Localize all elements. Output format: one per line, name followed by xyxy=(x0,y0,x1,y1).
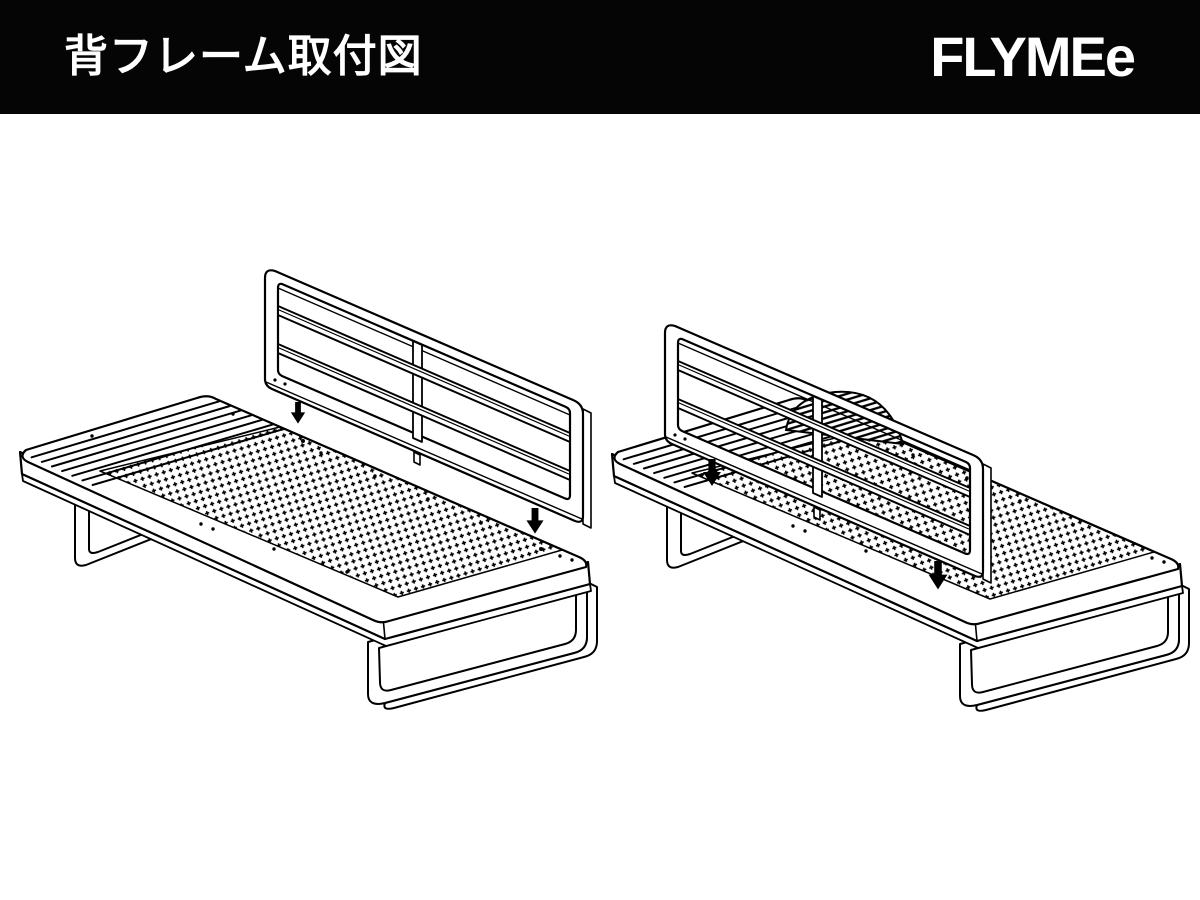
mounting-hole xyxy=(539,547,543,551)
header-bar: 背フレーム取付図 FLYMEe xyxy=(0,0,1200,114)
diagram-step-1-place-back-frame xyxy=(18,269,599,710)
down-arrow-icon xyxy=(290,402,306,424)
diagram-step-2-back-frame-attached xyxy=(610,324,1191,712)
bed-platform xyxy=(18,395,599,710)
down-arrow-icon xyxy=(526,508,544,534)
mounting-hole xyxy=(301,439,305,443)
page-title: 背フレーム取付図 xyxy=(64,32,423,81)
flymee-logo: FLYMEe xyxy=(930,25,1136,88)
